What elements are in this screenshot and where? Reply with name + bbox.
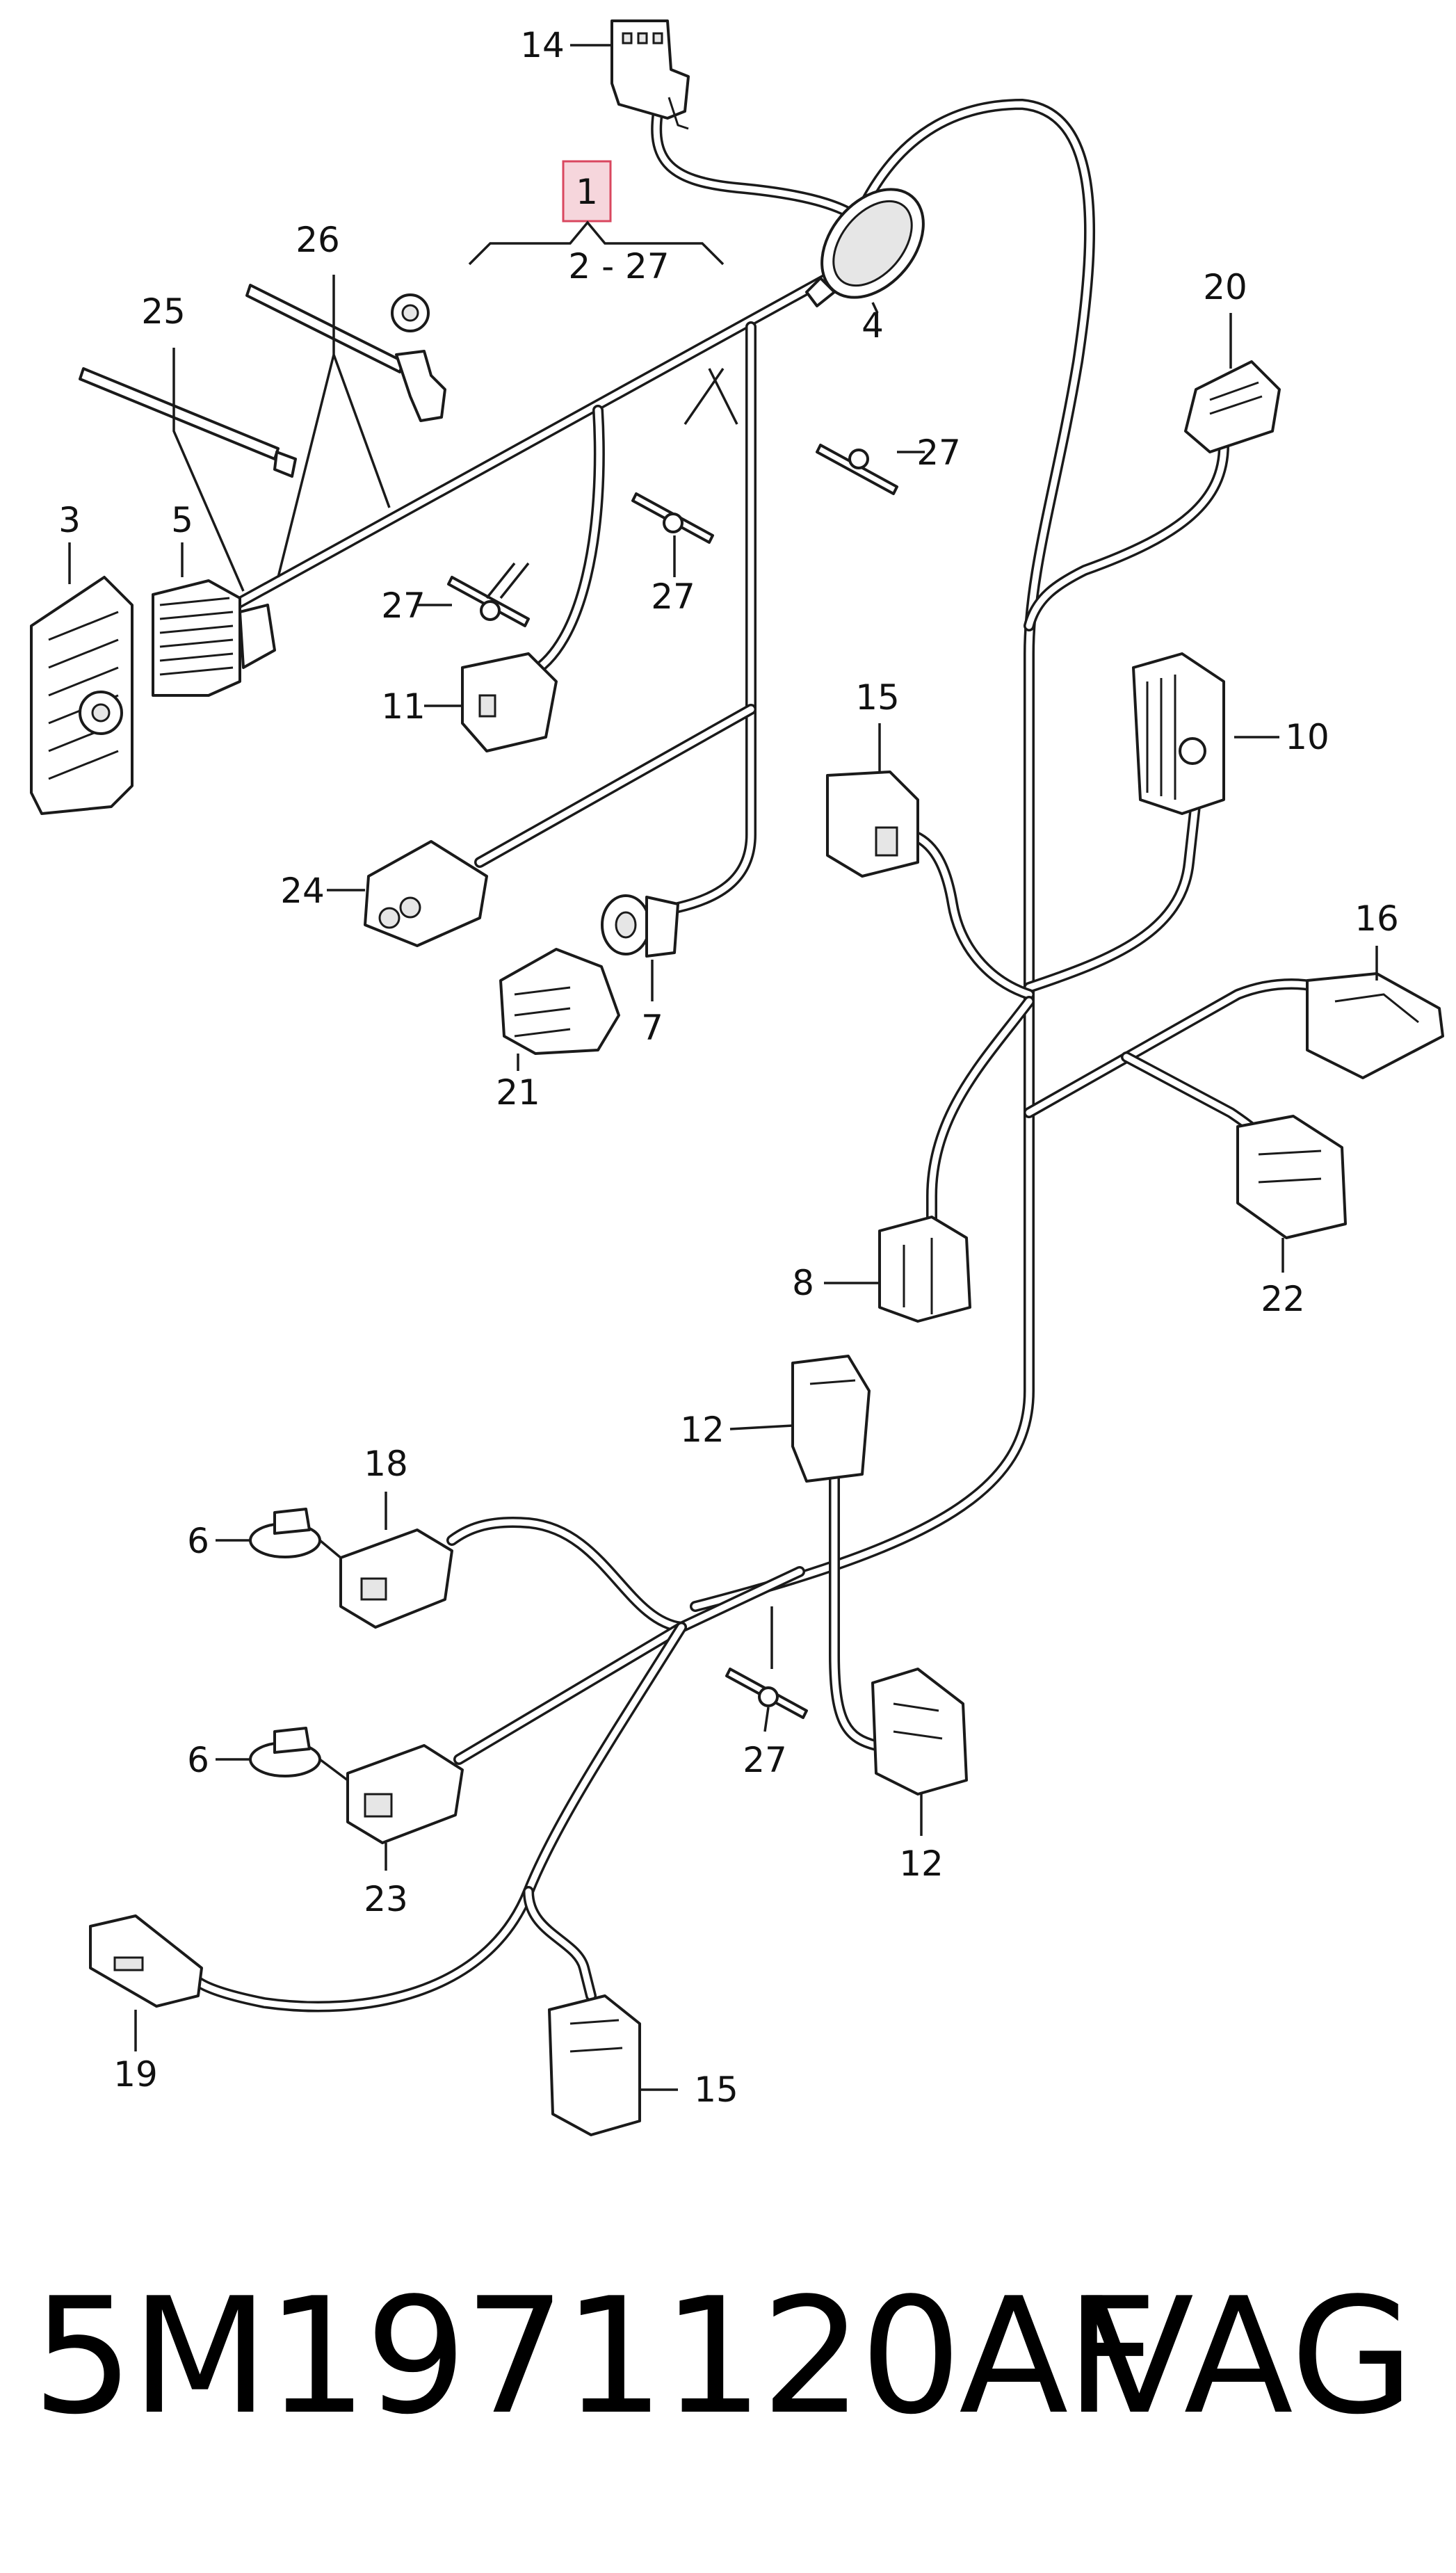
- connector-21-icon: [499, 948, 620, 1055]
- callout-25[interactable]: 25: [141, 291, 186, 332]
- callout-15b[interactable]: 15: [694, 2070, 738, 2110]
- callout-18[interactable]: 18: [364, 1444, 408, 1484]
- callout-21[interactable]: 21: [496, 1072, 540, 1113]
- callout-14[interactable]: 14: [520, 25, 565, 65]
- harness-wires: [193, 92, 1341, 2013]
- callout-5[interactable]: 5: [171, 500, 193, 540]
- footer: 5M1971120AF VAG: [0, 2253, 1456, 2462]
- callout-7[interactable]: 7: [641, 1008, 663, 1048]
- wire-clip-27d-icon: [725, 1668, 808, 1719]
- connector-12a-icon: [791, 1355, 871, 1483]
- range-label: 2 - 27: [568, 246, 669, 287]
- callout-27b[interactable]: 27: [381, 586, 426, 626]
- callout-27d[interactable]: 27: [743, 1740, 787, 1780]
- callout-12a[interactable]: 12: [680, 1410, 725, 1450]
- connector-18-icon: [339, 1529, 453, 1629]
- callout-labels: 14 26 25 4 20 27 3 5 27 27 15 10 11 24 1…: [58, 25, 1399, 2110]
- main-part-callout[interactable]: 1: [562, 160, 612, 223]
- main-part-highlight: [562, 160, 612, 223]
- connector-14-icon: [610, 19, 690, 130]
- callout-23[interactable]: 23: [364, 1879, 408, 1919]
- connector-22-icon: [1236, 1115, 1347, 1239]
- wire-clip-27c-icon: [631, 492, 714, 544]
- clip-6b-icon: [249, 1727, 321, 1777]
- main-part-label: 1: [576, 172, 598, 212]
- callout-8[interactable]: 8: [792, 1263, 814, 1303]
- callout-15a[interactable]: 15: [855, 677, 900, 718]
- grommet-7-icon: [601, 894, 679, 958]
- connector-23-icon: [346, 1744, 464, 1844]
- connector-15a-icon: [826, 771, 919, 878]
- resistor-module-19-icon: [89, 1914, 203, 2008]
- callout-12b[interactable]: 12: [899, 1844, 944, 1884]
- brand-name: VAG: [1084, 2264, 1414, 2450]
- control-unit-connector-3-icon: [30, 576, 134, 815]
- connector-15b-icon: [548, 1994, 641, 2136]
- cable-tie-clip-26-icon: [245, 284, 446, 422]
- connector-20-icon: [1184, 360, 1281, 453]
- connector-12b-icon: [871, 1668, 968, 1796]
- callout-11[interactable]: 11: [381, 686, 426, 727]
- callout-10[interactable]: 10: [1285, 717, 1329, 757]
- connector-11-icon: [461, 652, 558, 752]
- part-number: 5M1971120AF: [32, 2264, 1158, 2450]
- connector-24-icon: [364, 840, 488, 947]
- cable-tie-25-icon: [79, 367, 297, 478]
- callout-27c[interactable]: 27: [651, 576, 695, 617]
- callout-4[interactable]: 4: [862, 305, 884, 346]
- connector-8-icon: [878, 1216, 971, 1323]
- wire-clip-27a-icon: [816, 444, 898, 495]
- callout-6a[interactable]: 6: [187, 1521, 209, 1561]
- wire-clip-27b-icon: [447, 576, 530, 627]
- leader-lines: [68, 44, 1378, 2091]
- callout-19[interactable]: 19: [113, 2054, 158, 2095]
- multi-pin-connector-10-icon: [1132, 652, 1225, 815]
- callout-6b[interactable]: 6: [187, 1740, 209, 1780]
- callout-3[interactable]: 3: [58, 500, 81, 540]
- connector-16-icon: [1306, 972, 1444, 1079]
- callout-22[interactable]: 22: [1261, 1279, 1305, 1319]
- grommet-4-icon: [805, 188, 925, 307]
- callout-27a[interactable]: 27: [916, 433, 961, 473]
- callout-24[interactable]: 24: [280, 871, 325, 911]
- callout-16[interactable]: 16: [1354, 898, 1399, 939]
- callout-26[interactable]: 26: [296, 220, 340, 260]
- clip-6a-icon: [249, 1508, 321, 1558]
- callout-20[interactable]: 20: [1203, 267, 1247, 307]
- range-bracket: [468, 220, 725, 266]
- bellows-grommet-5-icon: [152, 579, 276, 697]
